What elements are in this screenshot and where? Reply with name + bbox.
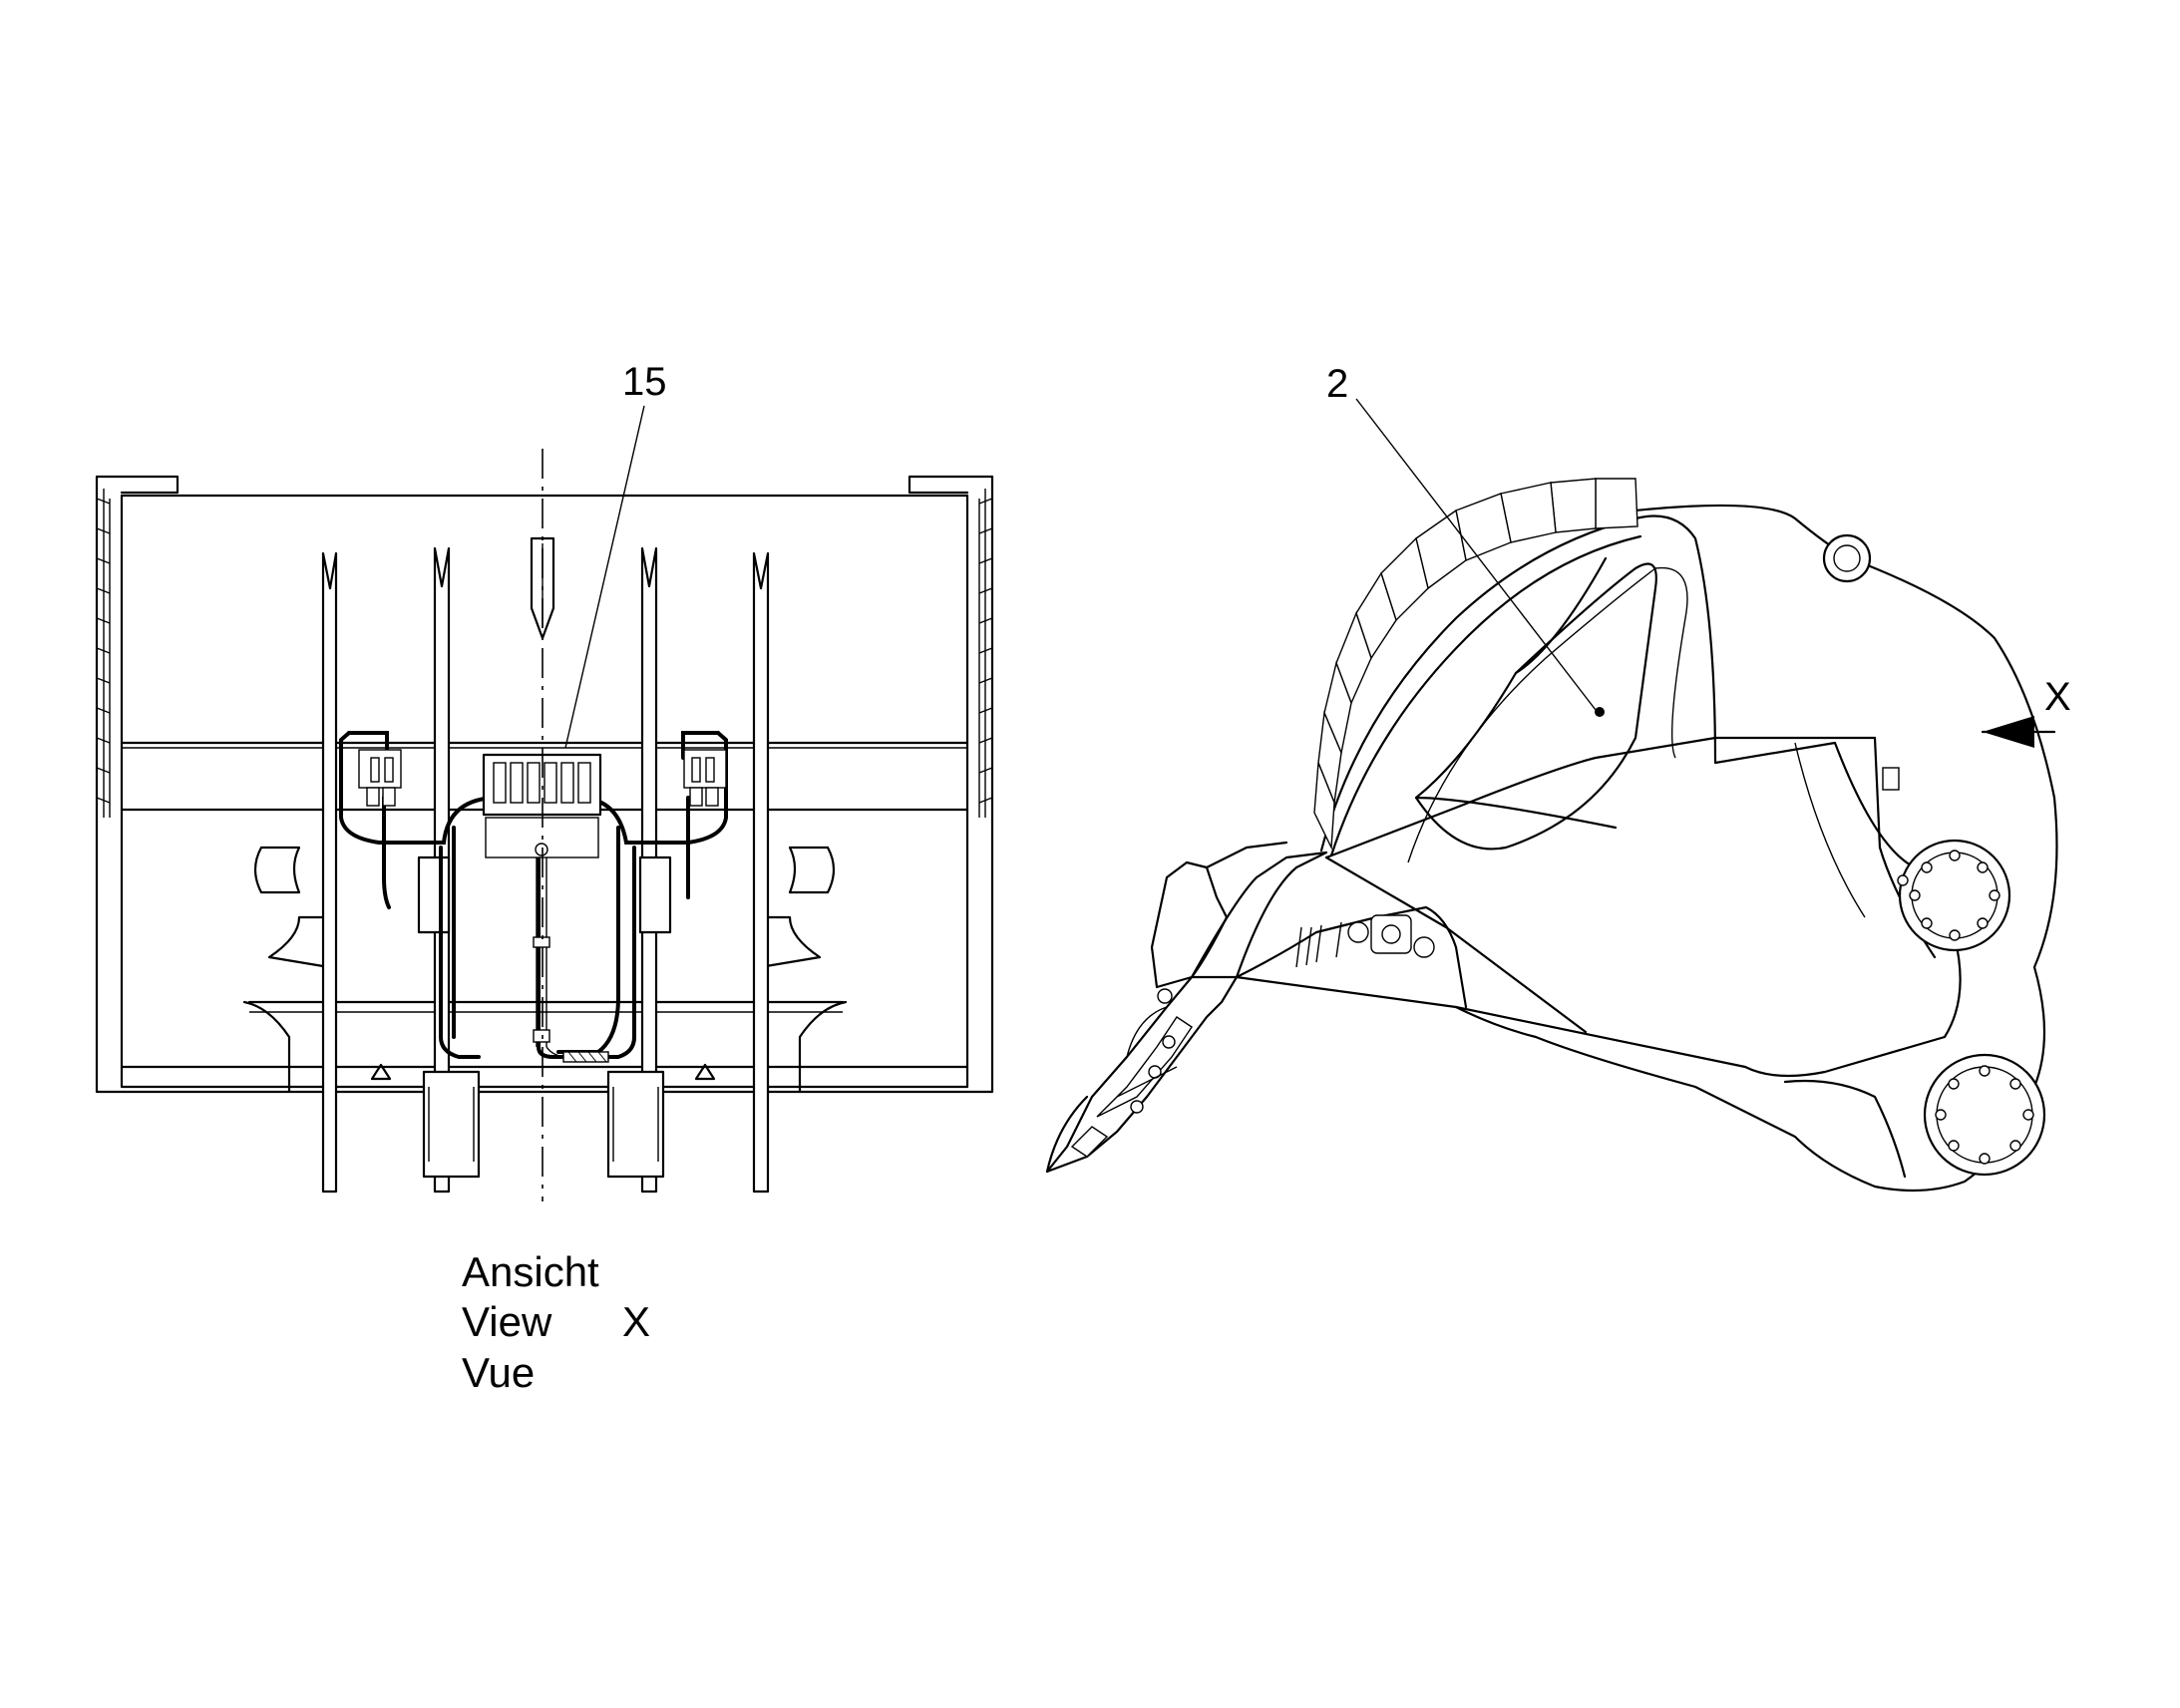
left-valve-cluster	[358, 749, 402, 807]
caption-view: View	[462, 1298, 552, 1345]
caption-view-marker: X	[622, 1298, 651, 1345]
view-marker-x: X	[2044, 675, 2071, 719]
lower-pivot-boss	[1923, 1053, 2046, 1177]
tooth-assembly	[1045, 841, 1328, 1174]
right-valve-cluster	[683, 749, 727, 807]
caption-vue: Vue	[462, 1349, 536, 1396]
callout-2: 2	[1326, 362, 1348, 406]
bucket-side-view	[1045, 398, 2058, 1193]
view-arrow-x	[1981, 716, 2056, 748]
bucket-front-view	[95, 405, 994, 1201]
callout-15: 15	[622, 360, 667, 404]
caption-ansicht: Ansicht	[462, 1248, 599, 1295]
upper-pivot-boss	[1897, 839, 2011, 952]
